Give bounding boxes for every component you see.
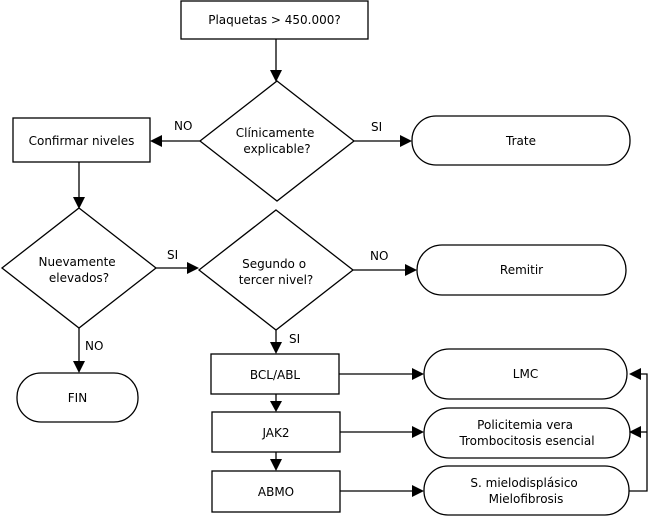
jak2-label: JAK2 bbox=[261, 426, 289, 440]
pv-et-terminator bbox=[423, 407, 631, 459]
edge-label-si: SI bbox=[371, 120, 382, 134]
end-terminator bbox=[16, 372, 139, 423]
bone-marrow-label: ABMO bbox=[258, 485, 294, 499]
refer-label: Remitir bbox=[500, 263, 543, 277]
arrowhead bbox=[412, 485, 424, 497]
clinically-explicable-diamond bbox=[198, 80, 356, 202]
confirm-levels-box bbox=[12, 117, 151, 163]
cml-label: LMC bbox=[513, 367, 538, 381]
arrowhead bbox=[400, 135, 412, 147]
confirm-levels-label: Confirmar niveles bbox=[29, 134, 135, 148]
edge-label-si: SI bbox=[289, 332, 300, 346]
arrowhead bbox=[405, 264, 417, 276]
edge-label-no: NO bbox=[370, 249, 388, 263]
pv-et-label: Policitemia vera Trombocitosis esencial bbox=[458, 418, 594, 448]
second-third-level-label: Segundo o tercer nivel? bbox=[239, 257, 314, 287]
arrowhead bbox=[187, 262, 199, 274]
arrowhead bbox=[412, 426, 424, 438]
bcr-abl-label: BCL/ABL bbox=[250, 368, 301, 382]
arrowhead bbox=[629, 368, 641, 380]
jak2-test-box bbox=[211, 411, 341, 453]
arrowhead bbox=[270, 70, 282, 82]
platelets-question-box bbox=[180, 0, 369, 40]
platelets-question-label: Plaquetas > 450.000? bbox=[208, 13, 341, 27]
clinically-explicable-label: Clínicamente explicable? bbox=[236, 126, 319, 156]
treat-label: Trate bbox=[505, 134, 536, 148]
mds-mf-label: S. mielodisplásico Mielofibrosis bbox=[470, 476, 581, 506]
edge-label-no: NO bbox=[174, 119, 192, 133]
arrowhead bbox=[270, 342, 282, 354]
arrowhead bbox=[412, 368, 424, 380]
refer-terminator bbox=[416, 244, 627, 296]
arrowhead bbox=[270, 459, 282, 471]
edge-label-si: SI bbox=[167, 248, 178, 262]
arrowhead bbox=[270, 401, 282, 412]
bcr-abl-test-box bbox=[210, 353, 340, 395]
arrowhead bbox=[629, 426, 641, 438]
cml-terminator bbox=[423, 348, 628, 400]
mds-mf-terminator bbox=[423, 465, 630, 516]
arrowhead bbox=[150, 135, 162, 147]
treat-terminator bbox=[411, 115, 631, 166]
arrowhead bbox=[73, 361, 85, 373]
arrowhead bbox=[73, 197, 85, 209]
end-label: FIN bbox=[68, 391, 87, 405]
edge-label-no: NO bbox=[85, 339, 103, 353]
elevated-again-label: Nuevamente elevados? bbox=[38, 255, 119, 285]
